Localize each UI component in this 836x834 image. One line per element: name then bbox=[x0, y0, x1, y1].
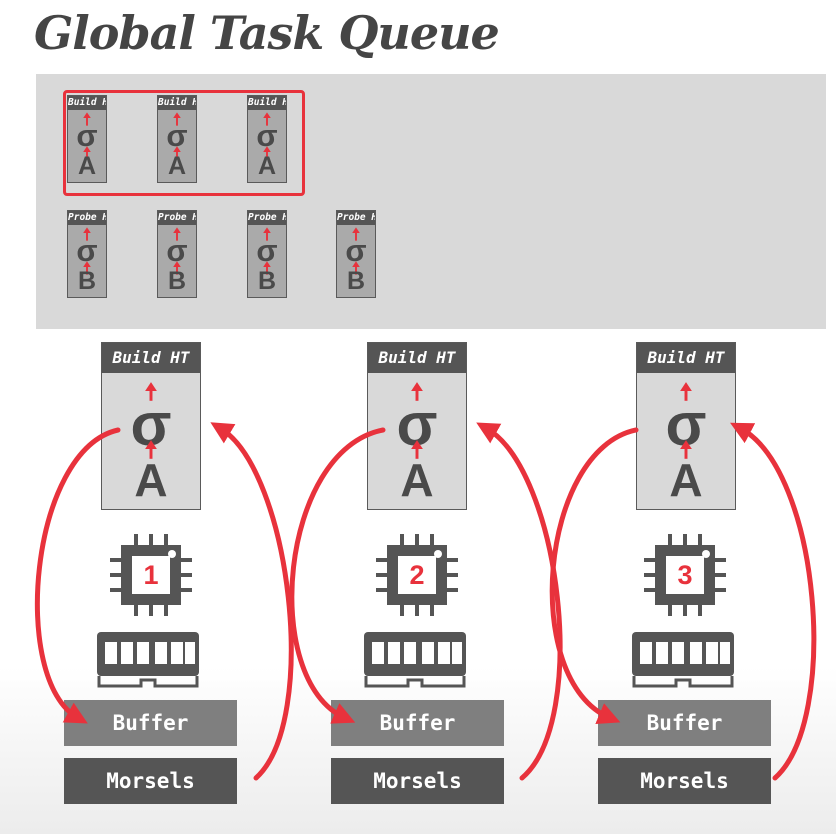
queue-probe-task[interactable]: Probe HT σ B bbox=[247, 210, 287, 298]
task-header: Build HT bbox=[368, 343, 466, 373]
up-arrow-icon bbox=[263, 227, 271, 241]
build-task-group-highlight bbox=[63, 90, 305, 196]
task-header: Build HT bbox=[68, 96, 106, 110]
up-arrow-icon bbox=[411, 440, 423, 459]
worker-active-task[interactable]: Build HT σ A bbox=[367, 342, 467, 510]
queue-build-task[interactable]: Build HT σ A bbox=[157, 95, 197, 183]
relation-label: A bbox=[400, 454, 434, 506]
selection-operator: σ bbox=[76, 118, 98, 153]
selection-operator: σ bbox=[256, 233, 278, 268]
selection-operator: σ bbox=[76, 233, 98, 268]
task-to-buffer-arrow bbox=[549, 427, 639, 724]
relation-label: B bbox=[167, 267, 187, 295]
cpu-core-icon bbox=[644, 534, 726, 616]
up-arrow-icon bbox=[83, 146, 91, 160]
queue-probe-task[interactable]: Probe HT σ B bbox=[67, 210, 107, 298]
cpu-core-icon bbox=[110, 534, 192, 616]
up-arrow-icon bbox=[145, 440, 157, 459]
core-number: 1 bbox=[143, 560, 159, 590]
relation-label: A bbox=[77, 152, 97, 180]
task-header: Build HT bbox=[158, 96, 196, 110]
relation-label: A bbox=[134, 454, 168, 506]
selection-operator: σ bbox=[166, 118, 188, 153]
up-arrow-icon bbox=[263, 112, 271, 126]
relation-label: B bbox=[346, 267, 366, 295]
memory-icon bbox=[364, 632, 466, 688]
relation-label: B bbox=[77, 267, 97, 295]
up-arrow-icon bbox=[83, 227, 91, 241]
up-arrow-icon bbox=[411, 382, 423, 401]
morsels-box: Morsels bbox=[64, 758, 237, 804]
buffer-box: Buffer bbox=[64, 700, 237, 746]
cpu-core-icon bbox=[376, 534, 458, 616]
up-arrow-icon bbox=[173, 112, 181, 126]
up-arrow-icon bbox=[173, 227, 181, 241]
task-header: Build HT bbox=[248, 96, 286, 110]
selection-operator: σ bbox=[345, 233, 367, 268]
relation-label: B bbox=[257, 267, 277, 295]
core-number: 3 bbox=[677, 560, 693, 590]
task-header: Probe HT bbox=[158, 211, 196, 225]
page-title: Global Task Queue bbox=[34, 6, 500, 60]
queue-probe-task[interactable]: Probe HT σ B bbox=[336, 210, 376, 298]
task-header: Build HT bbox=[637, 343, 735, 373]
selection-operator: σ bbox=[166, 233, 188, 268]
morsels-box: Morsels bbox=[331, 758, 504, 804]
up-arrow-icon bbox=[83, 112, 91, 126]
up-arrow-icon bbox=[352, 261, 360, 275]
queue-build-task[interactable]: Build HT σ A bbox=[247, 95, 287, 183]
up-arrow-icon bbox=[173, 261, 181, 275]
up-arrow-icon bbox=[263, 146, 271, 160]
worker-active-task[interactable]: Build HT σ A bbox=[101, 342, 201, 510]
relation-label: A bbox=[167, 152, 187, 180]
queue-build-task[interactable]: Build HT σ A bbox=[67, 95, 107, 183]
task-header: Probe HT bbox=[248, 211, 286, 225]
up-arrow-icon bbox=[263, 261, 271, 275]
relation-label: A bbox=[257, 152, 277, 180]
worker-active-task[interactable]: Build HT σ A bbox=[636, 342, 736, 510]
memory-icon bbox=[632, 632, 734, 688]
task-header: Probe HT bbox=[68, 211, 106, 225]
up-arrow-icon bbox=[680, 382, 692, 401]
morsels-box: Morsels bbox=[598, 758, 771, 804]
up-arrow-icon bbox=[145, 382, 157, 401]
relation-label: A bbox=[669, 454, 703, 506]
buffer-box: Buffer bbox=[598, 700, 771, 746]
buffer-box: Buffer bbox=[331, 700, 504, 746]
up-arrow-icon bbox=[352, 227, 360, 241]
task-header: Probe HT bbox=[337, 211, 375, 225]
up-arrow-icon bbox=[83, 261, 91, 275]
selection-operator: σ bbox=[256, 118, 278, 153]
core-number: 2 bbox=[409, 560, 425, 590]
up-arrow-icon bbox=[680, 440, 692, 459]
memory-icon bbox=[97, 632, 199, 688]
task-header: Build HT bbox=[102, 343, 200, 373]
queue-probe-task[interactable]: Probe HT σ B bbox=[157, 210, 197, 298]
up-arrow-icon bbox=[173, 146, 181, 160]
